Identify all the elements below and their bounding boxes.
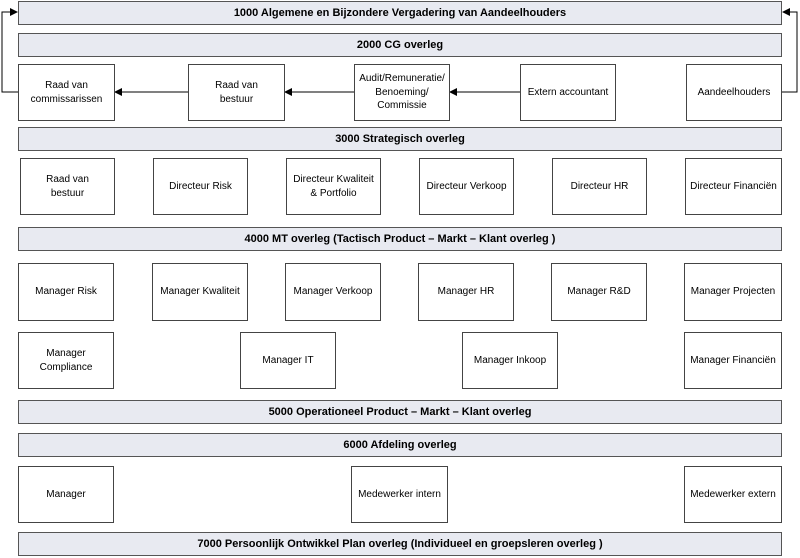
box-raad-van-commissarissen: Raad van commissarissen (18, 64, 115, 121)
box-manager-compliance: Manager Compliance (18, 332, 114, 389)
bar-4000: 4000 MT overleg (Tactisch Product – Mark… (18, 227, 782, 251)
box-raad-van-bestuur: Raad van bestuur (188, 64, 285, 121)
box-manager-hr: Manager HR (418, 263, 514, 321)
box-manager-rd: Manager R&D (551, 263, 647, 321)
bar-3000: 3000 Strategisch overleg (18, 127, 782, 151)
bar-2000: 2000 CG overleg (18, 33, 782, 57)
box-manager-inkoop: Manager Inkoop (462, 332, 558, 389)
box-directeur-kwaliteit: Directeur Kwaliteit & Portfolio (286, 158, 381, 215)
bar-7000: 7000 Persoonlijk Ontwikkel Plan overleg … (18, 532, 782, 556)
loop-arrow-right (782, 8, 798, 93)
box-manager: Manager (18, 466, 114, 523)
box-directeur-risk: Directeur Risk (153, 158, 248, 215)
box-manager-financien: Manager Financiën (684, 332, 782, 389)
loop-arrow-left (1, 8, 18, 93)
box-manager-verkoop: Manager Verkoop (285, 263, 381, 321)
box-manager-risk: Manager Risk (18, 263, 114, 321)
box-medewerker-intern: Medewerker intern (351, 466, 448, 523)
bar-5000: 5000 Operationeel Product – Markt – Klan… (18, 400, 782, 424)
bar-6000: 6000 Afdeling overleg (18, 433, 782, 457)
box-manager-it: Manager IT (240, 332, 336, 389)
box-directeur-hr: Directeur HR (552, 158, 647, 215)
box-manager-projecten: Manager Projecten (684, 263, 782, 321)
box-directeur-financien: Directeur Financiën (685, 158, 782, 215)
box-audit-commissie: Audit/Remuneratie/ Benoeming/ Commissie (354, 64, 450, 121)
box-raad-van-bestuur-strategisch: Raad van bestuur (20, 158, 115, 215)
box-medewerker-extern: Medewerker extern (684, 466, 782, 523)
box-extern-accountant: Extern accountant (520, 64, 616, 121)
bar-1000: 1000 Algemene en Bijzondere Vergadering … (18, 1, 782, 25)
box-aandeelhouders: Aandeelhouders (686, 64, 782, 121)
box-directeur-verkoop: Directeur Verkoop (419, 158, 514, 215)
box-manager-kwaliteit: Manager Kwaliteit (152, 263, 248, 321)
